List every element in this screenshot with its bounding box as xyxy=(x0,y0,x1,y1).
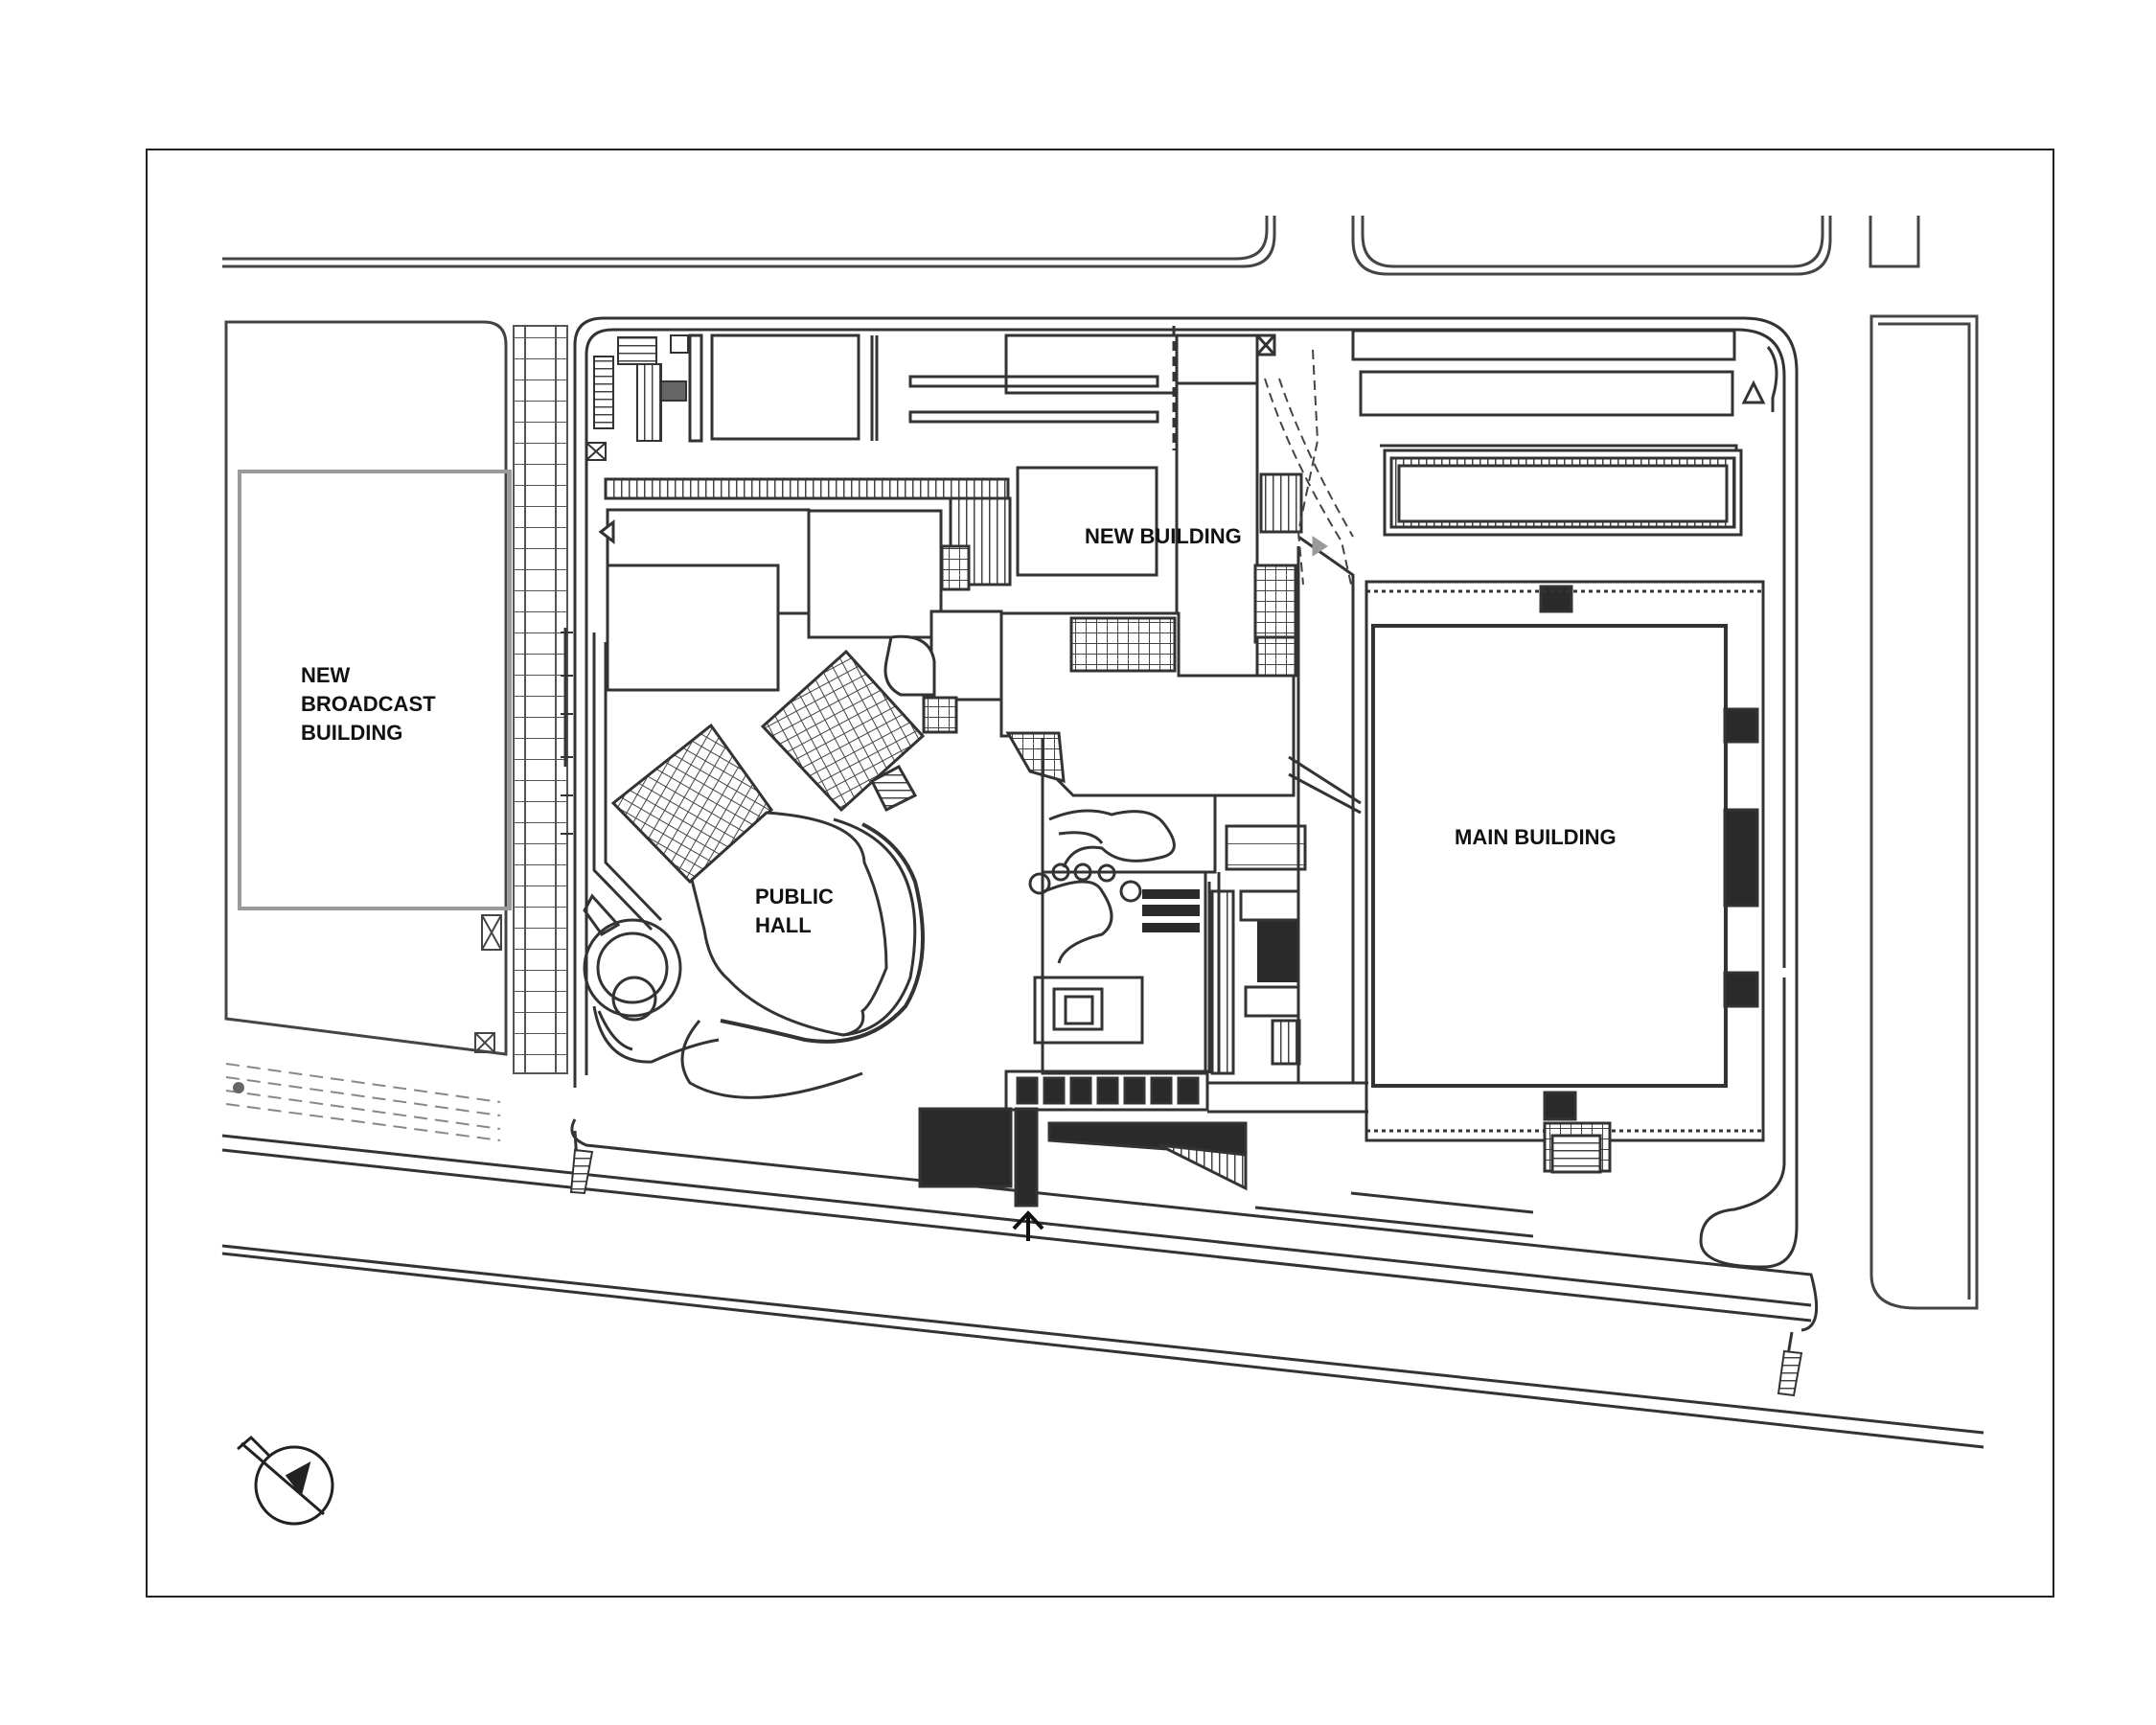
link-marker xyxy=(1312,536,1328,557)
central-corridor xyxy=(604,477,1012,591)
north-parking xyxy=(688,326,1211,450)
link-bridge xyxy=(1264,349,1354,586)
main-building-label: MAIN BUILDING xyxy=(1455,825,1617,849)
north-arrow-icon xyxy=(237,1435,334,1526)
road-bollards xyxy=(569,1148,1803,1397)
service-structures xyxy=(585,334,689,461)
parking-strip-left xyxy=(225,1063,501,1141)
label-line: BROADCAST xyxy=(301,692,436,716)
east-parking xyxy=(1351,329,1778,537)
dark-blocks xyxy=(1142,889,1297,982)
label-line: NEW xyxy=(301,663,351,687)
top-street xyxy=(222,216,1920,276)
public-hall-label: PUBLIC HALL xyxy=(755,883,834,940)
plaza-ticks xyxy=(561,632,573,835)
east-service xyxy=(1207,535,1362,1083)
marker-dot xyxy=(233,1082,244,1093)
service-strip xyxy=(513,325,568,1074)
frame-border xyxy=(146,149,2054,1598)
plaza-outline xyxy=(563,628,663,932)
label-line: PUBLIC xyxy=(755,885,834,908)
new-broadcast-building xyxy=(224,320,512,1056)
south-entrance xyxy=(918,1070,1368,1208)
main-road xyxy=(221,1118,1984,1449)
label-line: BUILDING xyxy=(301,721,403,745)
new-building-label: NEW BUILDING xyxy=(1085,524,1242,548)
new-building xyxy=(1016,334,1303,682)
label-line: HALL xyxy=(755,913,812,937)
public-hall xyxy=(583,811,925,1099)
courtyard-garden xyxy=(1028,738,1217,1075)
central-complex xyxy=(883,610,1296,797)
west-wing xyxy=(598,508,943,692)
entrance-arrow-icon xyxy=(1012,1210,1044,1241)
new-broadcast-building-label: NEW BROADCAST BUILDING xyxy=(301,661,436,748)
right-street xyxy=(1869,314,1979,1310)
main-building xyxy=(1365,580,1765,1174)
